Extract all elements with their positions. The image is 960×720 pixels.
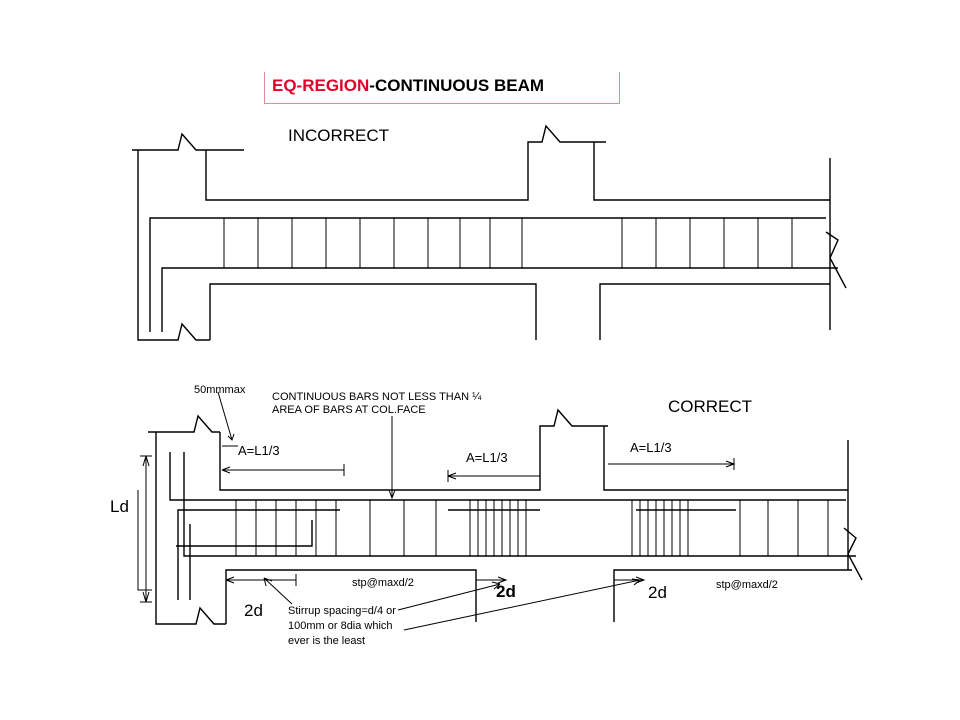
correct-diagram: CORRECT 50mmmax CONTINUOUS BARS NOT LESS…	[110, 384, 863, 647]
beam-bottom-outline	[209, 283, 830, 340]
title-frame	[263, 72, 620, 104]
stp-right-label: stp@maxd/2	[716, 579, 778, 591]
break-mark	[825, 231, 847, 289]
page-title: EQ-REGION-CONTINUOUS BEAM	[272, 76, 544, 96]
title-highlight: EQ-REGION	[272, 76, 370, 95]
two-d-mid-label: 2d	[496, 582, 516, 601]
stirrup-note-line1: Stirrup spacing=d/4 or	[288, 605, 396, 617]
two-d-left-dim	[225, 574, 297, 586]
correct-break-mark	[843, 527, 863, 581]
a-right-label: A=L1/3	[630, 440, 672, 455]
stirrup-note-line2: 100mm or 8dia which	[288, 620, 393, 632]
correct-stirrups	[235, 500, 829, 556]
max-marker	[217, 391, 238, 447]
a-left-label: A=L1/3	[238, 443, 280, 458]
ld-dimension	[137, 455, 152, 603]
max-label: 50mmmax	[194, 384, 246, 396]
incorrect-diagram: INCORRECT	[132, 124, 847, 341]
correct-label: CORRECT	[668, 397, 752, 416]
continuous-note-line1: CONTINUOUS BARS NOT LESS THAN ¼	[272, 391, 482, 403]
bottom-bar	[161, 267, 838, 332]
title-rest: -CONTINUOUS BEAM	[369, 76, 545, 95]
a-right-dim	[608, 458, 736, 470]
ld-label: Ld	[110, 497, 129, 516]
a-left-dim	[221, 464, 345, 476]
two-d-left-label: 2d	[244, 601, 263, 620]
top-bar	[149, 217, 826, 332]
incorrect-stirrups	[223, 218, 793, 268]
stp-left-label: stp@maxd/2	[352, 577, 414, 589]
left-column-outline	[132, 124, 831, 341]
a-mid-dim	[447, 470, 540, 482]
stirrup-leader-right	[403, 578, 641, 631]
correct-inner-bottom-bar	[176, 520, 313, 600]
two-d-right-label: 2d	[648, 583, 667, 602]
stirrup-note-line3: ever is the least	[288, 635, 365, 647]
stirrup-leader-mid	[397, 581, 501, 611]
correct-top-bar	[169, 452, 846, 501]
stirrup-leader-left	[263, 577, 293, 605]
incorrect-label: INCORRECT	[288, 126, 389, 145]
two-d-mid-tick	[476, 576, 508, 584]
note-pointer	[388, 416, 396, 500]
correct-bottom-bar	[183, 452, 856, 557]
a-mid-label: A=L1/3	[466, 450, 508, 465]
continuous-note-line2: AREA OF BARS AT COL.FACE	[272, 404, 426, 416]
correct-outline	[148, 408, 852, 625]
